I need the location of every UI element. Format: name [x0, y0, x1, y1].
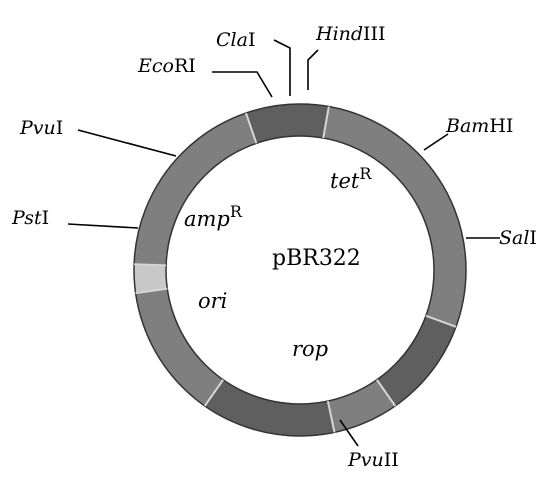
site-label-pvui: PvuI — [19, 117, 63, 139]
hindiii-leader-line — [307, 49, 319, 90]
clai-leader-line — [273, 39, 291, 96]
segment-divider — [135, 287, 168, 295]
site-label-bamhi: BamHI — [445, 115, 513, 137]
segment-divider — [376, 379, 397, 407]
segment-divider — [326, 400, 336, 433]
site-label-pvuii: PvuII — [347, 449, 399, 471]
site-label-clai: ClaI — [216, 29, 255, 51]
pvuii-leader-line — [339, 419, 359, 447]
segment-rop-ori — [204, 379, 335, 436]
site-leader-lines — [67, 39, 500, 447]
segment-divider — [245, 112, 258, 144]
ring-segments — [134, 104, 466, 436]
psti-leader-line — [67, 223, 139, 229]
bamhi-leader-line — [423, 133, 449, 151]
segment-divider — [322, 106, 330, 139]
pvui-leader-line — [77, 129, 177, 157]
segment-divider — [134, 263, 167, 267]
region-label-rop: rop — [292, 337, 328, 361]
segment-ecori-hindiii — [245, 104, 329, 144]
segment-pvuii — [327, 379, 396, 433]
segment-divider — [425, 314, 457, 328]
site-label-hindiii: HindIII — [315, 23, 386, 45]
region-label-amp: ampR — [184, 202, 243, 232]
segment-ori — [135, 288, 224, 406]
segment-amp — [134, 113, 257, 266]
segment-divider — [203, 379, 224, 407]
ecori-leader-line — [212, 71, 273, 98]
region-label-tet: tetR — [330, 164, 372, 194]
ring-outer-edge — [133, 103, 467, 437]
segment-sali-pvuii — [376, 315, 456, 406]
site-label-sali: SalI — [499, 227, 537, 249]
ring-inner-edge — [165, 135, 435, 405]
segment-tet — [322, 106, 466, 327]
segment-ori-marker — [134, 264, 168, 294]
segment-dividers — [134, 106, 457, 433]
site-label-psti: PstI — [11, 207, 49, 229]
region-label-ori: ori — [198, 289, 227, 313]
site-label-ecori: EcoRI — [137, 55, 196, 77]
plasmid-name: pBR322 — [272, 246, 361, 271]
